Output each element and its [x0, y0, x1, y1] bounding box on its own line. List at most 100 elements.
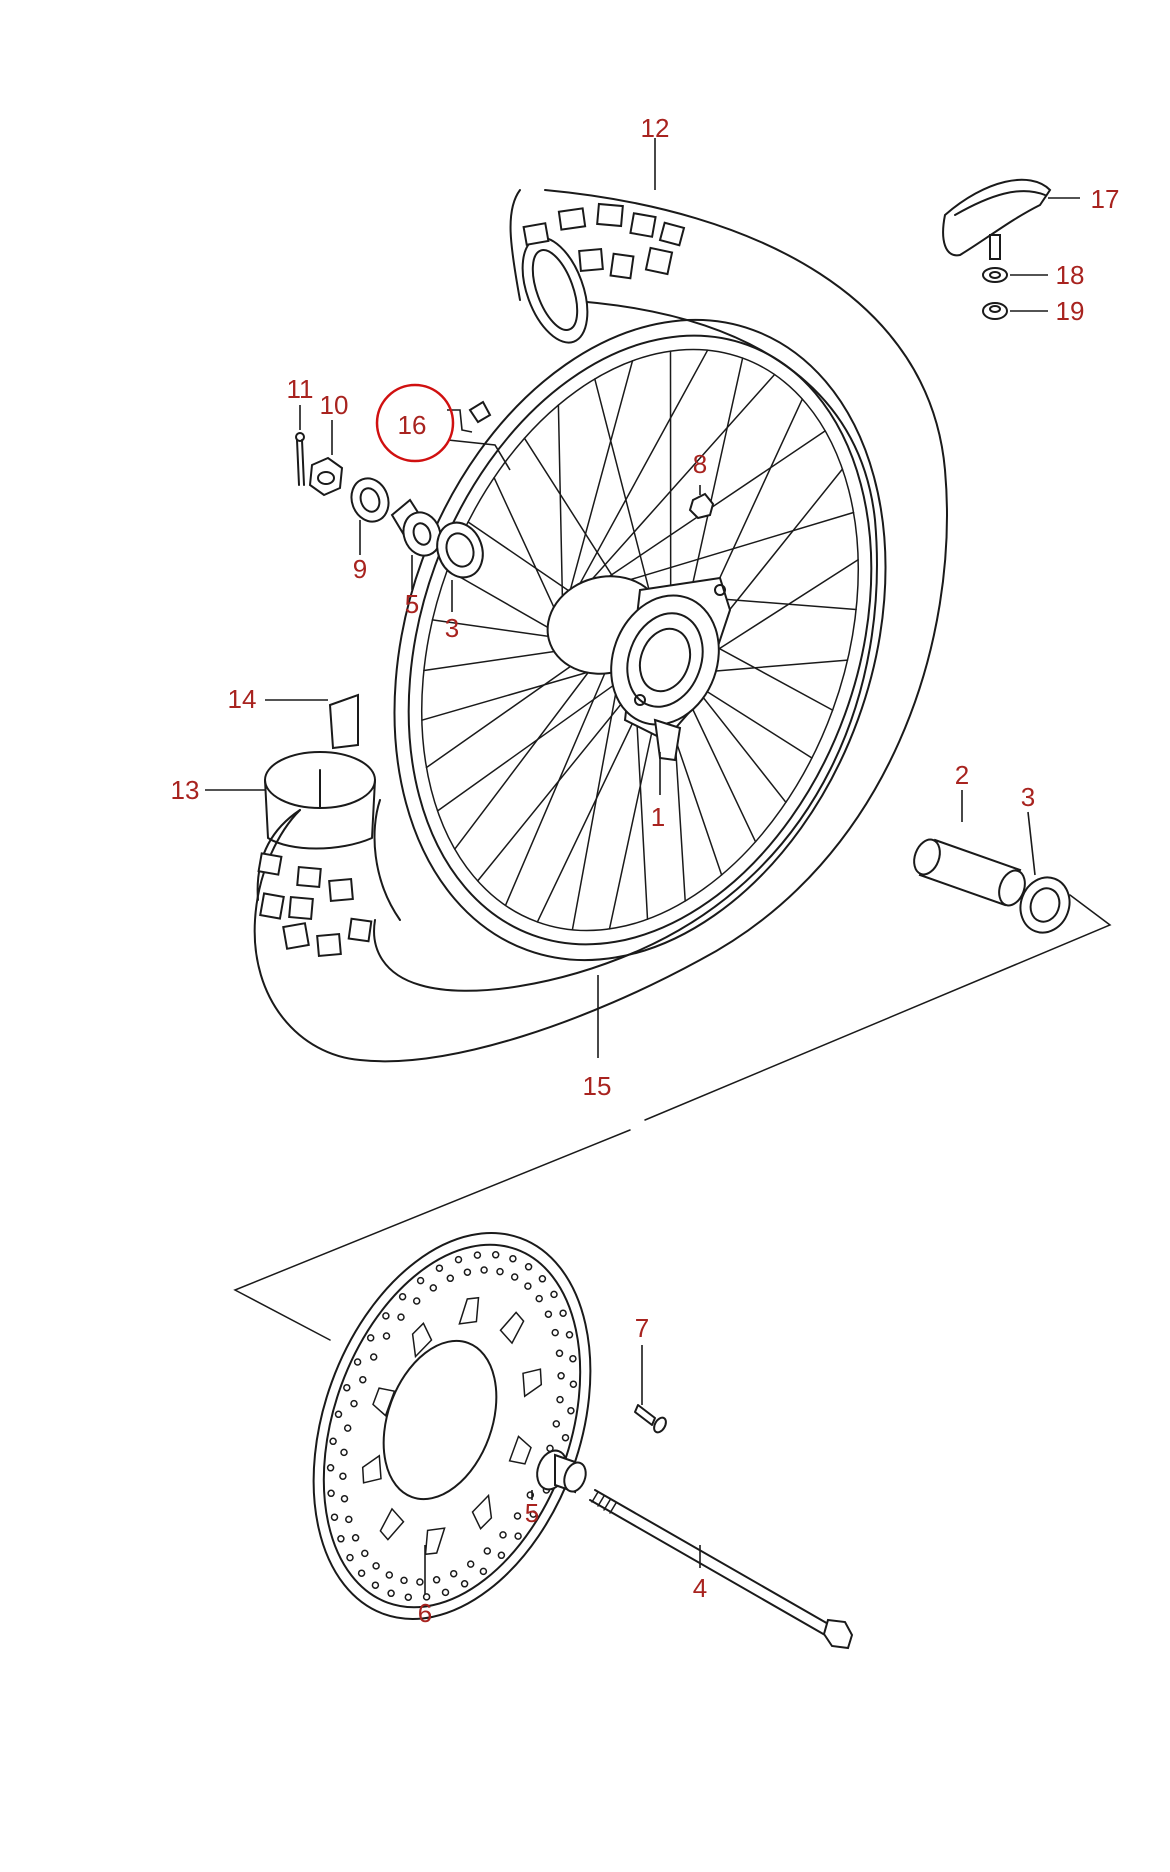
- spoke: [566, 360, 634, 601]
- cotter-pin: [295, 432, 305, 486]
- disc-hole: [551, 1328, 559, 1337]
- front-axle: [589, 1489, 854, 1650]
- spoke: [425, 654, 587, 769]
- spoke: [557, 404, 564, 614]
- callout-labels: 12 17 18 19 11 10 16 8 9 5 3 14 13 1 2 3…: [171, 113, 1120, 1628]
- spoke: [684, 691, 757, 843]
- disc-hole: [556, 1395, 564, 1404]
- disc-hole: [449, 1569, 458, 1578]
- callout-3-right: 3: [1021, 782, 1035, 812]
- spoke: [571, 648, 625, 931]
- disc-hole: [499, 1531, 507, 1539]
- axle-nut: [308, 456, 344, 497]
- disc-hole: [429, 1284, 438, 1292]
- disc-hole: [416, 1276, 425, 1285]
- callout-16: 16: [398, 410, 427, 440]
- explosion-lines: [233, 894, 1112, 1341]
- callout-7: 7: [635, 1313, 649, 1343]
- collar-lower: [536, 1449, 587, 1494]
- disc-hole: [491, 1251, 500, 1259]
- disc-hole: [371, 1581, 380, 1589]
- callout-12: 12: [641, 113, 670, 143]
- callout-3: 3: [445, 613, 459, 643]
- disc-hole: [526, 1491, 535, 1499]
- disc-hole: [351, 1534, 360, 1542]
- spoke: [594, 378, 659, 624]
- spoke: [608, 696, 661, 930]
- disc-hole: [524, 1282, 532, 1290]
- disc-hole: [483, 1547, 492, 1555]
- spoke: [613, 511, 855, 586]
- disc-hole: [350, 1399, 358, 1408]
- disc-hole: [400, 1576, 408, 1585]
- disc-hole: [369, 1353, 378, 1361]
- disc-hole: [372, 1562, 380, 1570]
- callout-6: 6: [418, 1598, 432, 1628]
- tread-blocks-bottom: [257, 852, 373, 958]
- callout-4: 4: [693, 1573, 707, 1603]
- disc-hole: [557, 1372, 565, 1380]
- disc-hole: [514, 1532, 522, 1540]
- disc-hole: [466, 1560, 475, 1568]
- spoke-nipple: [688, 492, 715, 520]
- disc-hole: [441, 1588, 450, 1597]
- valve-washer: [982, 267, 1008, 283]
- disc-hole: [346, 1553, 354, 1562]
- disc-hole: [567, 1406, 575, 1415]
- callout-2: 2: [955, 760, 969, 790]
- disc-hole: [454, 1255, 463, 1264]
- disc-hole: [366, 1334, 375, 1342]
- disc-hole: [340, 1448, 348, 1457]
- callout-18: 18: [1056, 260, 1085, 290]
- disc-hole: [513, 1512, 522, 1520]
- disc-hole: [544, 1310, 553, 1318]
- tire: [253, 189, 948, 1063]
- brake-disc: [312, 1232, 592, 1620]
- spoke: [700, 659, 849, 673]
- disc-hole: [340, 1494, 349, 1503]
- disc-hole: [569, 1354, 577, 1363]
- disc-hole: [343, 1424, 352, 1432]
- inner-tube: [942, 178, 1052, 260]
- disc-hole: [473, 1251, 482, 1259]
- spoke: [454, 657, 600, 850]
- disc-hole: [561, 1433, 570, 1442]
- callout-9: 9: [353, 554, 367, 584]
- disc-hole: [480, 1266, 488, 1274]
- disc-hole: [382, 1312, 390, 1320]
- disc-hole: [535, 1294, 543, 1303]
- disc-hole: [569, 1380, 578, 1388]
- disc-hole: [416, 1578, 424, 1586]
- disc-hole: [329, 1437, 337, 1446]
- callout-5-lower: 5: [525, 1498, 539, 1528]
- callout-13: 13: [171, 775, 200, 805]
- disc-hole: [435, 1264, 444, 1272]
- disc-hole: [387, 1589, 395, 1598]
- disc-hole: [529, 1510, 538, 1518]
- callout-10: 10: [320, 390, 349, 420]
- disc-hole: [398, 1292, 407, 1301]
- disc-hole: [432, 1576, 441, 1584]
- hub: [546, 575, 732, 762]
- disc-hole: [327, 1489, 335, 1498]
- highlight-ring-16: [375, 383, 455, 463]
- axle-spacer: [913, 838, 1026, 907]
- disc-hole: [509, 1254, 517, 1263]
- valve-nut: [982, 302, 1008, 320]
- disc-hole: [479, 1567, 488, 1576]
- disc-hole: [343, 1383, 351, 1392]
- disc-hole: [385, 1571, 394, 1579]
- disc-slot: [499, 1311, 525, 1345]
- disc-slots: [361, 1296, 543, 1556]
- callout-11: 11: [287, 374, 314, 404]
- tread-blocks-top: [522, 202, 686, 280]
- disc-slot: [458, 1296, 480, 1325]
- disc-hole: [357, 1569, 366, 1577]
- disc-hole: [538, 1275, 547, 1283]
- disc-hole: [460, 1580, 469, 1588]
- callout-19: 19: [1056, 296, 1085, 326]
- disc-hole: [463, 1268, 472, 1276]
- spoke: [476, 684, 638, 882]
- disc-hole: [382, 1332, 391, 1340]
